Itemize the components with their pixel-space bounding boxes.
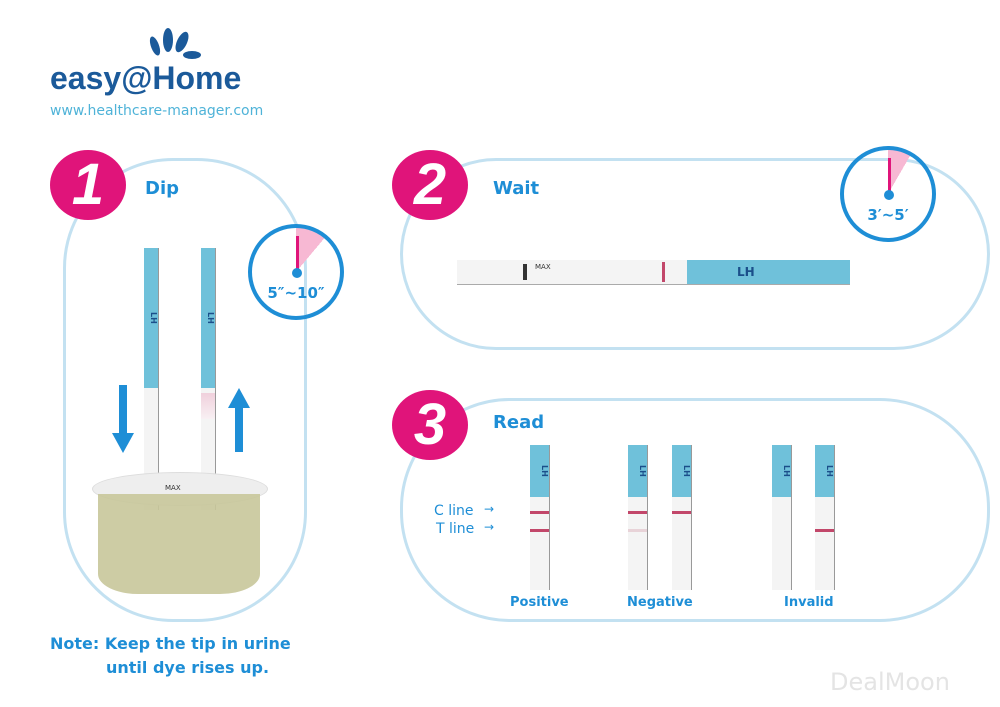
strip-label: LH — [144, 248, 158, 388]
result-strip-invalid: LH — [772, 445, 792, 590]
step-2-title: Wait — [493, 178, 540, 199]
test-strip: LH — [144, 248, 159, 510]
test-strip-horizontal: MAX LH — [457, 260, 850, 285]
result-label-invalid: Invalid — [784, 595, 834, 610]
watermark: DealMoon — [830, 668, 950, 696]
strip-label: LH — [772, 445, 791, 497]
test-strip: LH — [201, 248, 216, 510]
timer-clock-icon: 3′~5′ — [840, 146, 936, 242]
t-line-label: T line — [436, 521, 475, 537]
step-3-badge: 3 — [392, 390, 468, 460]
step-1-panel — [63, 158, 307, 622]
step-1-title: Dip — [145, 178, 179, 199]
max-label: MAX — [535, 263, 551, 271]
strip-label: LH — [687, 260, 850, 284]
strip-label: LH — [530, 445, 549, 497]
note-line-1: Note: Keep the tip in urine — [50, 634, 291, 653]
step-1-badge: 1 — [50, 150, 126, 220]
arrow-up-icon — [228, 388, 250, 452]
step-2-badge: 2 — [392, 150, 468, 220]
strip-label: LH — [815, 445, 834, 497]
arrow-down-icon — [112, 385, 134, 453]
urine-cup — [92, 472, 268, 600]
result-strip-positive: LH — [530, 445, 550, 590]
step-3-panel — [400, 398, 990, 622]
logo-splash-icon — [149, 28, 201, 59]
strip-label: LH — [628, 445, 647, 497]
result-label-negative: Negative — [627, 595, 693, 610]
result-label-positive: Positive — [510, 595, 569, 610]
wait-timer-text: 3′~5′ — [867, 206, 909, 224]
strip-label: LH — [201, 248, 215, 388]
result-strip-negative: LH — [628, 445, 648, 590]
max-label: MAX — [165, 484, 181, 492]
arrow-icon: → — [484, 502, 495, 516]
logo: easy@Home — [50, 28, 290, 98]
website-url: www.healthcare-manager.com — [50, 103, 264, 119]
step-3-title: Read — [493, 412, 545, 433]
arrow-icon: → — [484, 520, 495, 534]
step-2-panel — [400, 158, 990, 350]
c-line-label: C line — [434, 503, 474, 519]
timer-clock-icon: 5″~10″ — [248, 224, 344, 320]
dip-timer-text: 5″~10″ — [267, 284, 325, 302]
note-line-2: until dye rises up. — [106, 658, 270, 677]
result-strip-invalid: LH — [815, 445, 835, 590]
strip-label: LH — [672, 445, 691, 497]
result-strip-negative: LH — [672, 445, 692, 590]
logo-text: easy@Home — [50, 60, 242, 96]
